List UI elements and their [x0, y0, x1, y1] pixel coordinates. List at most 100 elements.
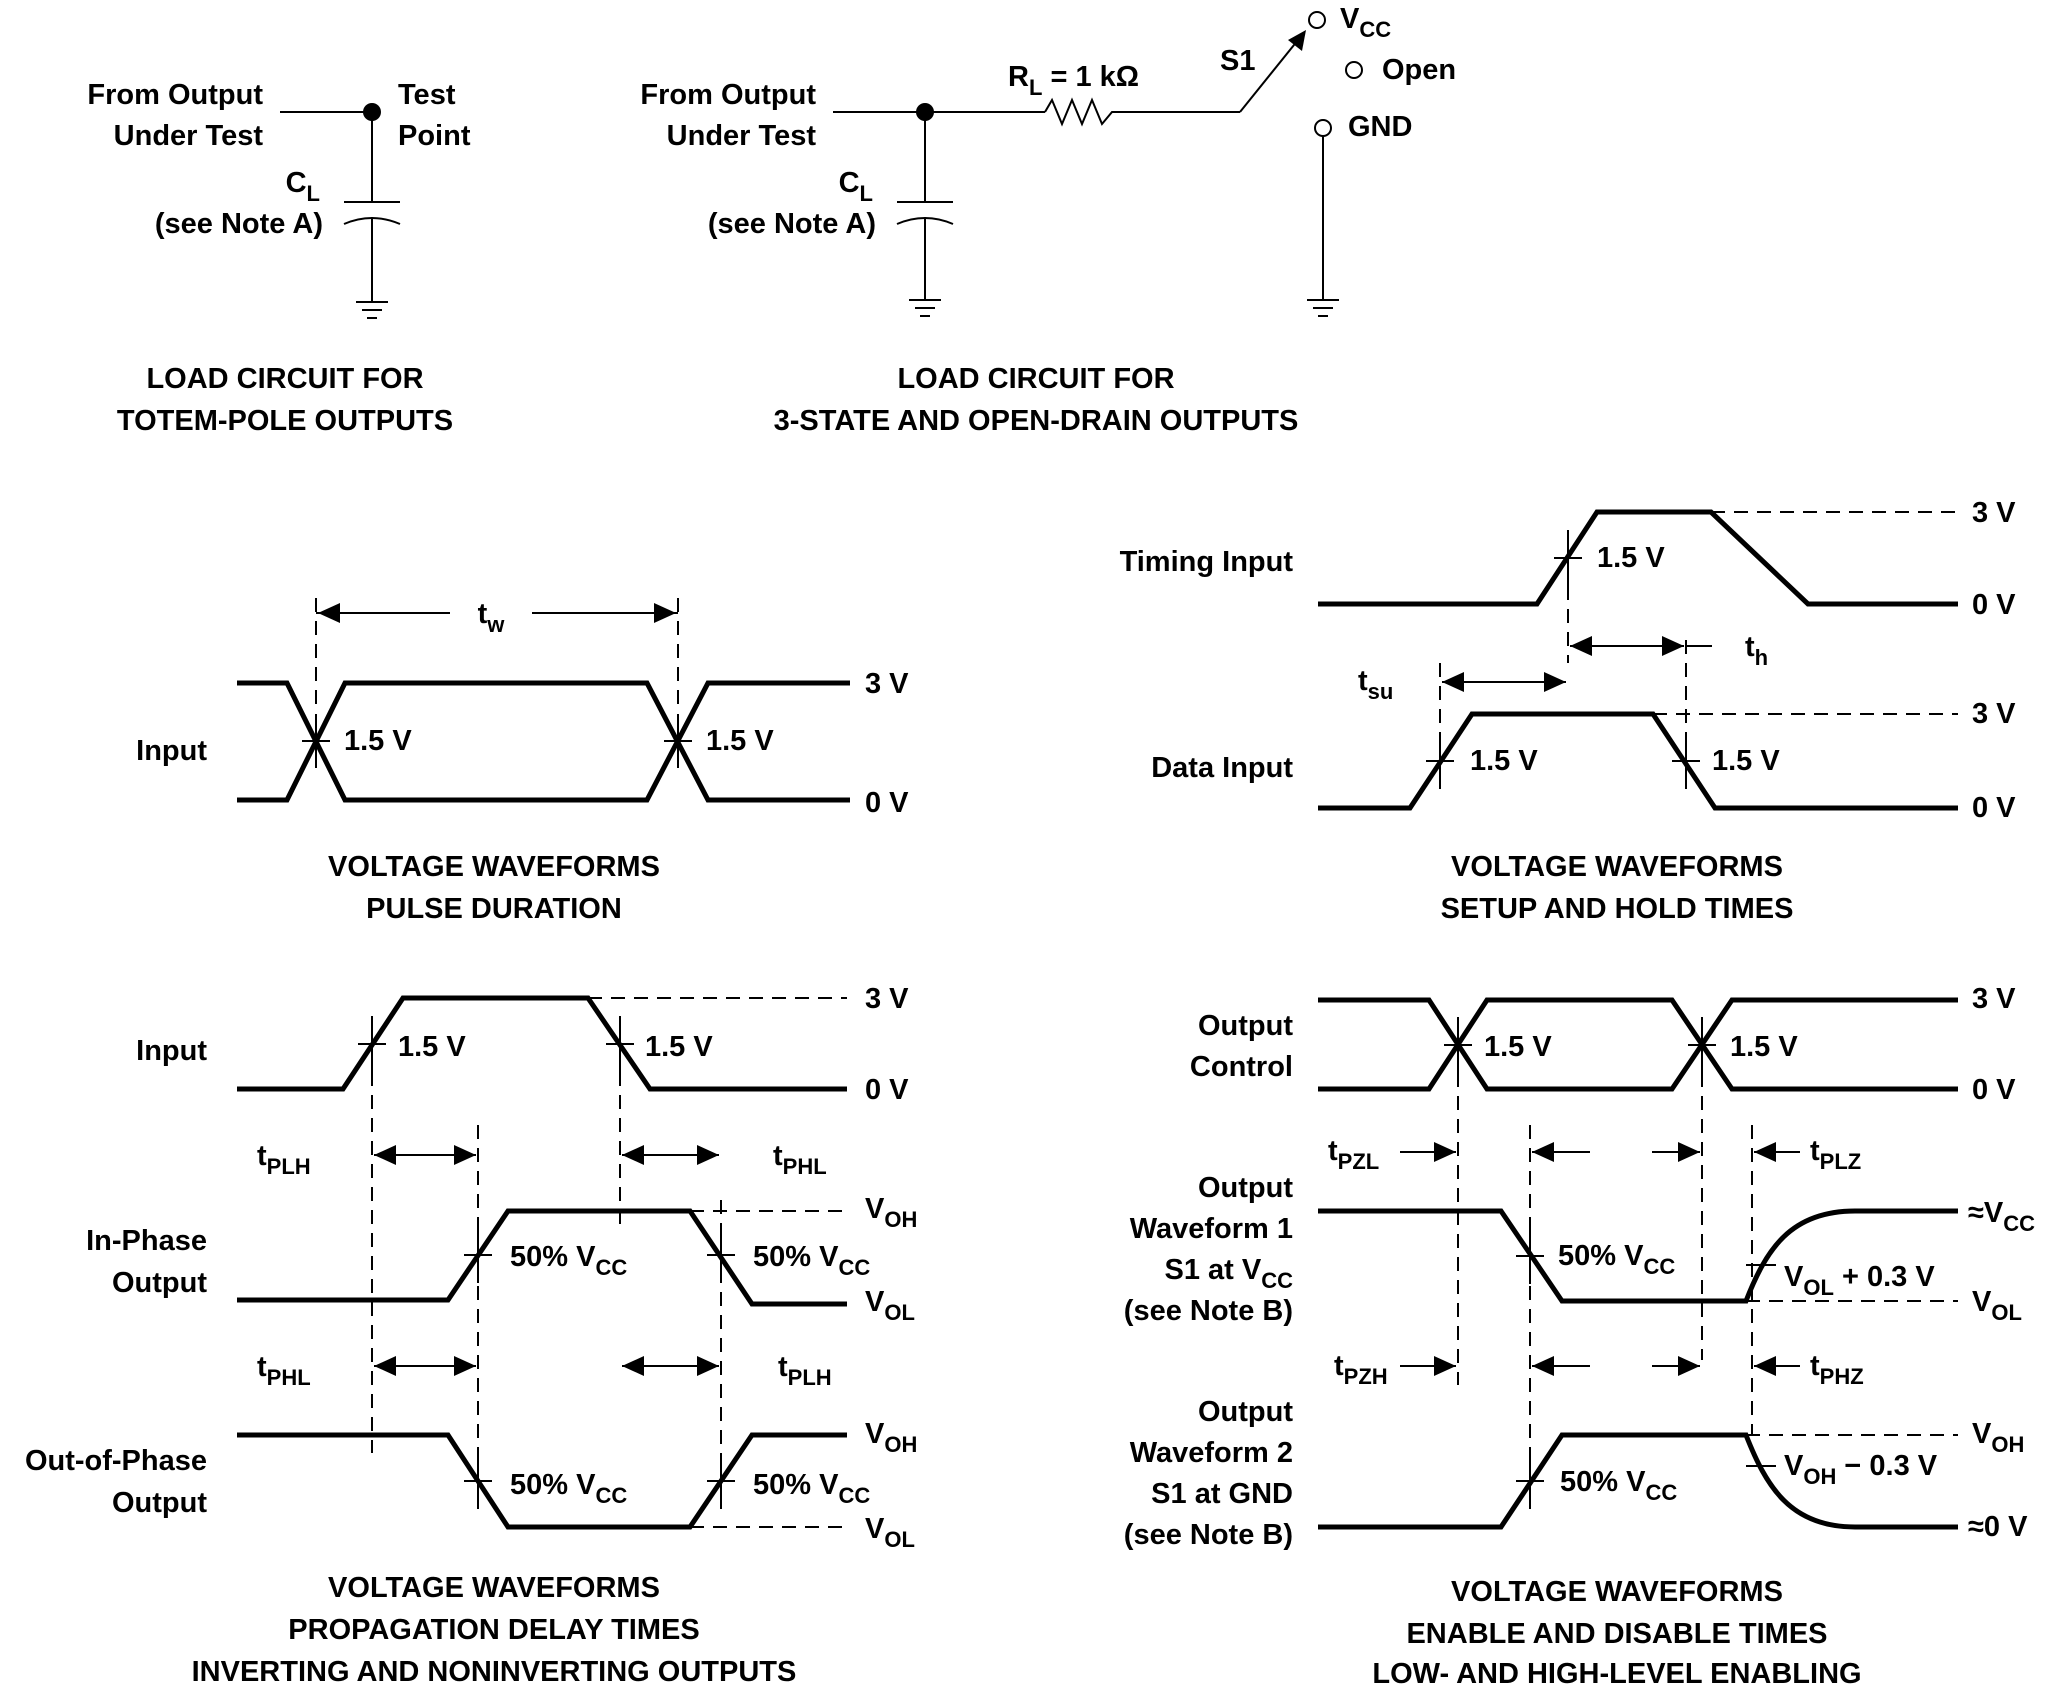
tpzh-label: tPZH: [1334, 1350, 1388, 1389]
wf1-label-line4: (see Note B): [1124, 1295, 1293, 1327]
tphl-label-top: tPHL: [773, 1140, 827, 1179]
input-waveform-low-start: [237, 680, 850, 803]
arrowhead-icon: [1544, 672, 1566, 692]
outphase-pct-right: 50% VCC: [753, 1469, 870, 1508]
timing-v-label: 1.5 V: [1597, 542, 1665, 574]
cl-label: CL: [286, 167, 320, 206]
ground-icon: [1307, 299, 1339, 317]
wf1-label-line2: Waveform 1: [1130, 1213, 1293, 1245]
enable-disable-waveforms: Output Control 1.5 V 1.5 V 3 V 0 V Outpu…: [1124, 983, 2035, 1685]
arrowhead-icon: [697, 1145, 719, 1165]
tplh-label-top: tPLH: [257, 1140, 311, 1179]
tphl-label-bottom: tPHL: [257, 1351, 311, 1390]
arrowhead-icon: [1754, 1142, 1776, 1162]
inphase-output-waveform: [237, 1208, 847, 1307]
inphase-label-line1: In-Phase: [86, 1225, 207, 1257]
outphase-label-line2: Output: [112, 1487, 207, 1519]
timing-high-label: 3 V: [1972, 497, 2016, 529]
tplh-label-bottom: tPLH: [778, 1351, 832, 1390]
cross-tick: [464, 1453, 492, 1509]
arrowhead-icon: [374, 1356, 396, 1376]
outphase-output-waveform: [237, 1432, 847, 1530]
load-resistor: [1044, 97, 1240, 127]
arrowhead-icon: [1570, 636, 1592, 656]
input-label: Input: [136, 735, 207, 767]
setup-caption-line1: VOLTAGE WAVEFORMS: [1451, 851, 1783, 883]
cl-note: (see Note A): [155, 208, 323, 240]
from-output-label-line2: Under Test: [114, 120, 264, 152]
wf2-pct-label: 50% VCC: [1560, 1466, 1677, 1505]
enable-caption-line2: ENABLE AND DISABLE TIMES: [1406, 1618, 1827, 1650]
data-high-label: 3 V: [1972, 698, 2016, 730]
wf2-voh-label: VOH: [1972, 1418, 2024, 1457]
arrowhead-icon: [1662, 636, 1684, 656]
tphz-label: tPHZ: [1810, 1350, 1864, 1389]
totem-caption-line2: TOTEM-POLE OUTPUTS: [117, 405, 453, 437]
cross-tick: [1688, 1017, 1716, 1073]
outphase-label-line1: Out-of-Phase: [25, 1445, 207, 1477]
inphase-label-line2: Output: [112, 1267, 207, 1299]
wf2-label-line4: (see Note B): [1124, 1519, 1293, 1551]
v-left-label: 1.5 V: [344, 725, 412, 757]
cl-note: (see Note A): [708, 208, 876, 240]
open-label: Open: [1382, 54, 1456, 86]
gnd-label: GND: [1348, 111, 1412, 143]
cross-tick: [358, 1016, 386, 1072]
switch-s1-arm: [1239, 39, 1299, 113]
ground-icon: [356, 301, 388, 319]
load-circuit-3-state: From Output Under Test RL = 1 kΩ S1 VCC …: [640, 3, 1456, 437]
propagation-extension-lines: [371, 1072, 722, 1453]
cross-tick: [1672, 733, 1700, 789]
arrowhead-icon: [374, 1145, 396, 1165]
voh-minus-label: VOH − 0.3 V: [1784, 1450, 1938, 1489]
outphase-vol-label: VOL: [865, 1513, 915, 1552]
arrowhead-icon: [697, 1356, 719, 1376]
arrowhead-icon: [1442, 672, 1464, 692]
tw-extension-lines: [315, 598, 679, 713]
arrowhead-icon: [454, 1145, 476, 1165]
in-low-label: 0 V: [865, 1074, 909, 1106]
in-v-left-label: 1.5 V: [398, 1031, 466, 1063]
in-high-label: 3 V: [865, 983, 909, 1015]
approx-vcc-label: ≈VCC: [1968, 1197, 2035, 1236]
load-circuit-totem-pole: From Output Under Test Test Point CL (se…: [87, 79, 470, 437]
rl-label: RL = 1 kΩ: [1008, 61, 1139, 100]
cross-tick: [707, 1453, 735, 1509]
arrowhead-icon: [1532, 1356, 1554, 1376]
from-output-label-line1: From Output: [640, 79, 816, 111]
inphase-pct-right: 50% VCC: [753, 1241, 870, 1280]
wf2-label-line2: Waveform 2: [1130, 1437, 1293, 1469]
pulse-caption-line2: PULSE DURATION: [366, 893, 622, 925]
inphase-vol-label: VOL: [865, 1286, 915, 1325]
wf1-vol-label: VOL: [1972, 1286, 2022, 1325]
prop-caption-line2: PROPAGATION DELAY TIMES: [288, 1614, 699, 1646]
cross-tick: [1516, 1453, 1544, 1509]
cross-tick: [1444, 1017, 1472, 1073]
gnd-terminal: [1314, 119, 1332, 137]
arrowhead-icon: [1434, 1356, 1456, 1376]
level-low-label: 0 V: [865, 787, 909, 819]
cross-tick: [302, 714, 330, 768]
enable-caption-line1: VOLTAGE WAVEFORMS: [1451, 1576, 1783, 1608]
vcc-label: VCC: [1340, 3, 1391, 42]
vol-plus-label: VOL + 0.3 V: [1784, 1261, 1935, 1300]
setup-hold-waveforms: Timing Input 1.5 V 3 V 0 V Data Input 1.…: [1120, 497, 2017, 925]
arrowhead-icon: [622, 1145, 644, 1165]
arrowhead-icon: [1434, 1142, 1456, 1162]
pulse-duration-waveforms: Input 1.5 V 1.5 V 3 V 0 V tw VOLTAGE WAV…: [136, 598, 909, 925]
inphase-voh-label: VOH: [865, 1193, 917, 1232]
tpzl-label: tPZL: [1328, 1135, 1379, 1174]
from-output-label-line1: From Output: [87, 79, 263, 111]
timing-input-waveform: [1318, 509, 1958, 607]
data-v-right-label: 1.5 V: [1712, 745, 1780, 777]
arrowhead-icon: [1678, 1356, 1700, 1376]
control-label-line1: Output: [1198, 1010, 1293, 1042]
outphase-pct-left: 50% VCC: [510, 1469, 627, 1508]
vcc-terminal: [1308, 11, 1326, 29]
cross-tick: [1554, 530, 1582, 586]
timing-input-label: Timing Input: [1120, 546, 1294, 578]
switch-arrow-icon: [1288, 30, 1306, 51]
ctl-high-label: 3 V: [1972, 983, 2016, 1015]
outphase-voh-label: VOH: [865, 1418, 917, 1457]
approx-zero-label: ≈0 V: [1968, 1511, 2028, 1543]
